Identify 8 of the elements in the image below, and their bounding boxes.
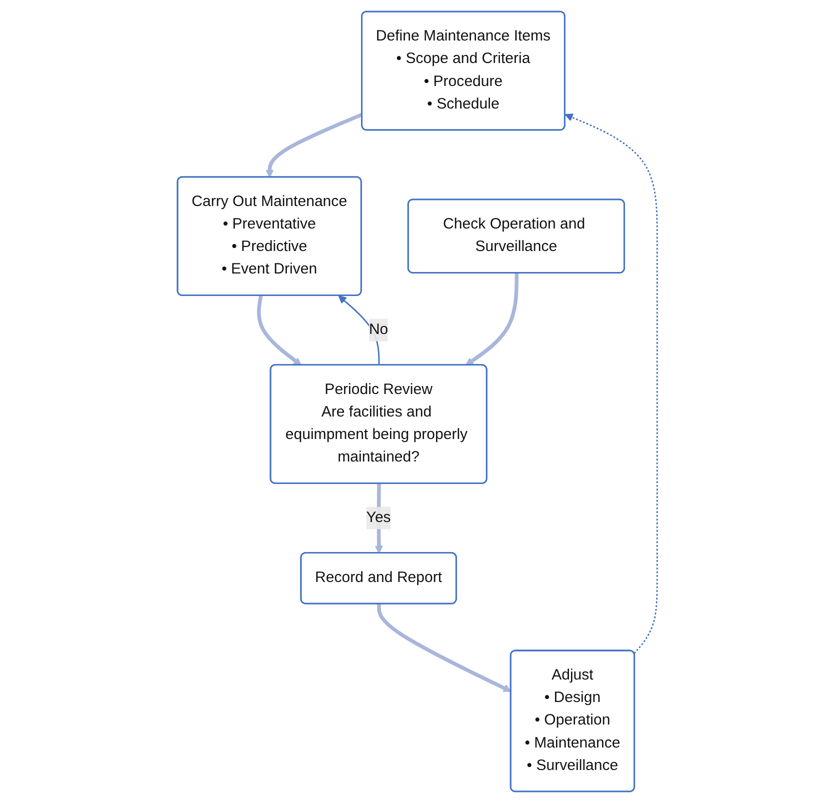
edge-label: Yes: [366, 510, 391, 526]
edge-label: No: [369, 322, 388, 338]
arrow: [266, 112, 364, 178]
arrow: [257, 295, 302, 366]
arrow: [377, 604, 512, 692]
arrow: [564, 114, 658, 654]
arrow: [338, 295, 380, 366]
arrow: [466, 273, 519, 366]
